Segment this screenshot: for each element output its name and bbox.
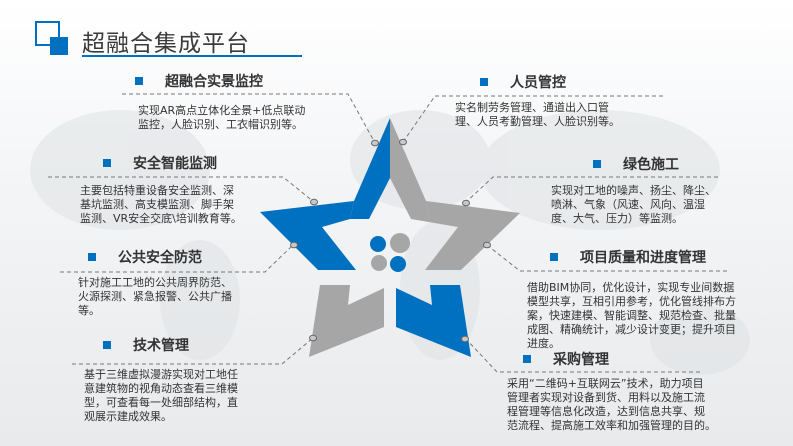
desc-line: 案，快速建模、智能调整、规范检查、批量	[527, 309, 736, 322]
title-logo-icon	[35, 21, 68, 55]
feature-desc-green-construction: 实现对工地的噪声、扬尘、降尘、 喷淋、气象（风速、风向、温湿 度、大气、压力）等…	[551, 184, 716, 226]
feature-heading-ar-monitoring: 超融合实景监控	[135, 71, 263, 91]
feature-heading-safety-monitoring: 安全智能监测	[103, 153, 217, 173]
bullet-icon	[523, 355, 531, 363]
feature-title: 超融合实景监控	[165, 74, 263, 90]
star-top-right-segment	[390, 118, 430, 219]
desc-line: 火源探测、紧急报警、公共广播	[78, 290, 232, 303]
feature-heading-green-construction: 绿色施工	[593, 154, 679, 174]
feature-heading-personnel: 人员管控	[480, 72, 566, 92]
desc-line: 理、人员考勤管理、人脸识别等。	[455, 115, 620, 128]
feature-title: 技术管理	[133, 338, 189, 354]
desc-line: 成图、精确统计，减少设计变更；提升项目	[527, 323, 736, 336]
bullet-icon	[88, 253, 96, 261]
feature-heading-quality-progress: 项目质量和进度管理	[550, 247, 706, 267]
four-dots-icon	[370, 233, 410, 272]
star-bottom-right-arm	[396, 285, 471, 357]
star-right-arm	[411, 201, 520, 270]
page-title: 超融合集成平台	[82, 31, 250, 57]
desc-line: 实现对工地的噪声、扬尘、降尘、	[551, 184, 716, 197]
feature-heading-procurement: 采购管理	[523, 349, 609, 369]
desc-line: 范流程、提高施工效率和加强管理的目的。	[507, 419, 716, 432]
desc-line: 程管理等信息化改造，达到信息共享、规	[507, 405, 705, 418]
desc-line: 监控，人脸识别、工衣帽识别等。	[138, 118, 303, 131]
star-left-arm	[260, 201, 356, 270]
feature-heading-technical: 技术管理	[103, 335, 189, 355]
desc-line: 实名制劳务管理、通道出入口管	[455, 101, 609, 114]
bullet-icon	[550, 253, 558, 261]
bullet-icon	[135, 77, 143, 85]
desc-line: 主要包括特重设备安全监测、深	[80, 184, 234, 197]
feature-title: 安全智能监测	[133, 156, 217, 172]
star-bottom-left-arm	[309, 285, 384, 357]
desc-line: 借助BIM协同，优化设计，实现专业间数据	[527, 281, 735, 294]
feature-desc-ar-monitoring: 实现AR高点立体化全景+低点联动 监控，人脸识别、工衣帽识别等。	[138, 104, 305, 132]
feature-title: 人员管控	[510, 75, 566, 91]
title-underline	[82, 55, 302, 57]
feature-title: 绿色施工	[623, 157, 679, 173]
feature-heading-public-safety: 公共安全防范	[88, 247, 202, 267]
bullet-icon	[480, 78, 488, 86]
desc-line: 等。	[78, 304, 100, 317]
bullet-icon	[103, 341, 111, 349]
desc-line: 意建筑物的视角动态查看三维模	[84, 382, 238, 395]
desc-line: 基于三维虚拟漫游实现对工地任	[84, 368, 238, 381]
bullet-icon	[593, 160, 601, 168]
feature-title: 公共安全防范	[118, 250, 202, 266]
desc-line: 喷淋、气象（风速、风向、温湿	[551, 198, 705, 211]
desc-line: 基坑监测、高支模监测、脚手架	[80, 198, 234, 211]
bullet-icon	[103, 159, 111, 167]
feature-title: 采购管理	[553, 352, 609, 368]
feature-title: 项目质量和进度管理	[580, 250, 706, 266]
desc-line: 模型共享，互相引用参考，优化管线排布方	[527, 295, 736, 308]
star-top-left-segment	[350, 118, 390, 219]
feature-desc-quality-progress: 借助BIM协同，优化设计，实现专业间数据 模型共享，互相引用参考，优化管线排布方…	[527, 281, 736, 351]
feature-desc-public-safety: 针对施工工地的公共周界防范、 火源探测、紧急报警、公共广播 等。	[78, 276, 232, 318]
feature-desc-technical: 基于三维虚拟漫游实现对工地任 意建筑物的视角动态查看三维模 型，可查看每一处细部…	[84, 368, 238, 424]
desc-line: 实现AR高点立体化全景+低点联动	[138, 104, 306, 117]
desc-line: 型，可查看每一处细部结构，直	[84, 396, 238, 409]
desc-line: 管理者实现对设备到货、用料以及施工流	[507, 391, 705, 404]
feature-desc-safety-monitoring: 主要包括特重设备安全监测、深 基坑监测、高支模监测、脚手架 监测、VR安全交底\…	[80, 184, 242, 226]
desc-line: 采用“二维码+互联网云”技术，助力项目	[507, 377, 704, 390]
desc-line: 观展示建成效果。	[84, 410, 172, 423]
feature-desc-procurement: 采用“二维码+互联网云”技术，助力项目 管理者实现对设备到货、用料以及施工流 程…	[507, 377, 716, 433]
desc-line: 度、大气、压力）等监测。	[551, 212, 683, 225]
feature-desc-personnel: 实名制劳务管理、通道出入口管 理、人员考勤管理、人脸识别等。	[455, 101, 620, 129]
desc-line: 进度。	[527, 337, 560, 350]
desc-line: 监测、VR安全交底\培训教育等。	[80, 212, 242, 225]
desc-line: 针对施工工地的公共周界防范、	[78, 276, 232, 289]
